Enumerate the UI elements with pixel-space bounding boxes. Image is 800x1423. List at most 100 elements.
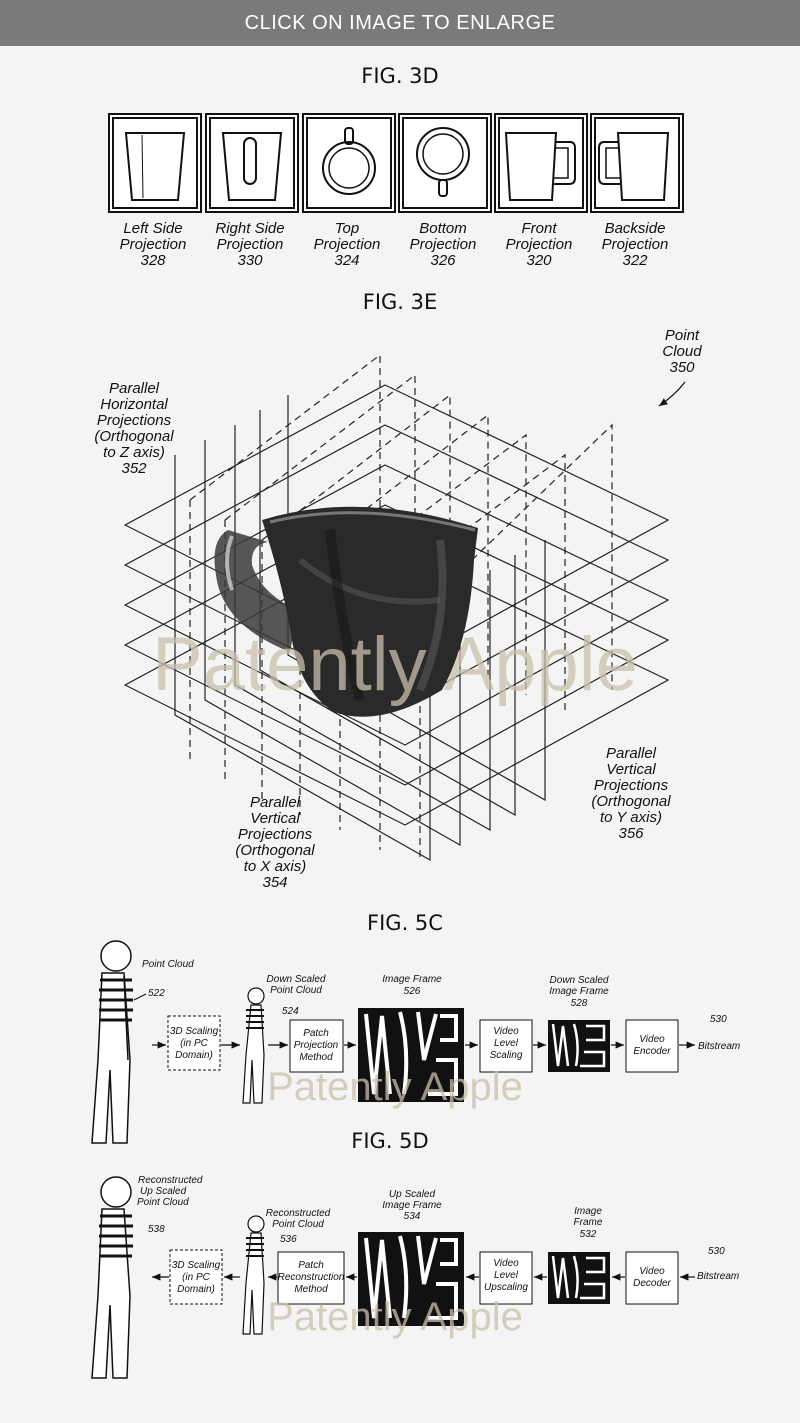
svg-text:Image Frame: Image Frame	[382, 974, 442, 985]
person-large	[91, 940, 133, 1144]
svg-text:3D Scaling: 3D Scaling	[172, 1260, 221, 1271]
svg-text:Projection: Projection	[294, 1040, 339, 1051]
svg-text:Vertical: Vertical	[606, 761, 656, 778]
backside-projection-frame	[590, 113, 684, 213]
svg-text:Reconstruction: Reconstruction	[278, 1272, 345, 1283]
svg-text:Vertical: Vertical	[250, 810, 300, 827]
fig-5c-diagram: Point Cloud 522 3D Scaling (in PC Domain…	[91, 940, 740, 1144]
svg-text:Projections: Projections	[238, 826, 313, 843]
svg-text:538: 538	[148, 1224, 165, 1235]
right-side-projection-frame	[205, 113, 299, 213]
svg-text:356: 356	[618, 825, 644, 842]
svg-text:522: 522	[148, 988, 165, 999]
svg-text:Down Scaled: Down Scaled	[267, 974, 326, 985]
fig-5d-title: FIG. 5D	[351, 1129, 428, 1153]
svg-text:Projection: Projection	[314, 236, 381, 253]
projection-panels	[108, 113, 684, 213]
video-level-upscaling-box	[479, 1251, 533, 1305]
watermark-5c: Patently Apple	[267, 1065, 523, 1109]
video-encoder-box	[625, 1019, 679, 1073]
label-vertical-y-projections: Parallel	[606, 745, 657, 762]
fig-5c-title: FIG. 5C	[367, 911, 443, 935]
svg-text:Up Scaled: Up Scaled	[140, 1186, 187, 1197]
svg-text:326: 326	[430, 252, 456, 269]
video-level-scaling-box	[479, 1019, 533, 1073]
fig-3d-title: FIG. 3D	[361, 64, 438, 88]
svg-text:Reconstructed: Reconstructed	[138, 1175, 203, 1186]
svg-text:Method: Method	[299, 1052, 333, 1063]
svg-text:350: 350	[669, 359, 695, 376]
svg-text:(Orthogonal: (Orthogonal	[94, 428, 174, 445]
patch-reconstruction-box	[277, 1251, 345, 1305]
svg-text:Patch: Patch	[303, 1028, 329, 1039]
svg-text:3D Scaling: 3D Scaling	[170, 1026, 219, 1037]
svg-text:320: 320	[526, 252, 552, 269]
enlarge-banner[interactable]: CLICK ON IMAGE TO ENLARGE	[0, 0, 800, 46]
svg-text:Projection: Projection	[602, 236, 669, 253]
svg-text:Image Frame: Image Frame	[382, 1200, 442, 1211]
3d-scaling-box-5c	[167, 1015, 221, 1071]
svg-text:to Y axis): to Y axis)	[600, 809, 662, 826]
svg-text:(in PC: (in PC	[180, 1038, 209, 1049]
person-small-reconstructed	[242, 1215, 265, 1335]
svg-text:Image Frame: Image Frame	[549, 986, 609, 997]
label-front: Front	[521, 220, 557, 237]
person-small	[242, 987, 265, 1104]
svg-text:322: 322	[622, 252, 648, 269]
svg-text:Image: Image	[574, 1206, 602, 1217]
svg-text:Upscaling: Upscaling	[484, 1282, 528, 1293]
patent-figure-sheet[interactable]: FIG. 3D Le	[0, 46, 800, 1423]
svg-text:Reconstructed: Reconstructed	[266, 1208, 331, 1219]
fig-3e-title: FIG. 3E	[363, 290, 438, 314]
svg-text:Point Cloud: Point Cloud	[272, 1219, 324, 1230]
svg-text:Level: Level	[494, 1038, 519, 1049]
svg-text:to Z axis): to Z axis)	[103, 444, 165, 461]
svg-text:352: 352	[121, 460, 147, 477]
svg-text:Decoder: Decoder	[633, 1278, 671, 1289]
svg-text:Point Cloud: Point Cloud	[270, 985, 322, 996]
svg-text:Patch: Patch	[298, 1260, 324, 1271]
watermark-3e: Patently Apple	[152, 622, 638, 707]
svg-text:328: 328	[140, 252, 166, 269]
svg-text:Point Cloud: Point Cloud	[142, 959, 194, 970]
svg-text:Method: Method	[294, 1284, 328, 1295]
svg-text:524: 524	[282, 1006, 299, 1017]
svg-text:528: 528	[571, 998, 588, 1009]
svg-text:324: 324	[334, 252, 359, 269]
person-large-reconstructed	[91, 1176, 133, 1379]
svg-text:526: 526	[404, 986, 421, 997]
svg-text:Domain): Domain)	[177, 1284, 215, 1295]
3d-scaling-box-5d	[169, 1249, 223, 1305]
svg-text:Domain): Domain)	[175, 1050, 213, 1061]
projection-labels: Left Side Projection 328 Right Side Proj…	[120, 220, 669, 269]
svg-text:Cloud: Cloud	[662, 343, 702, 360]
svg-text:Video: Video	[493, 1026, 519, 1037]
label-right-side: Right Side	[215, 220, 284, 237]
label-point-cloud: Point	[665, 327, 700, 344]
svg-text:Level: Level	[494, 1270, 519, 1281]
svg-text:530: 530	[708, 1246, 725, 1257]
point-cloud-mug	[214, 506, 478, 717]
svg-text:Frame: Frame	[574, 1217, 603, 1228]
label-bottom: Bottom	[419, 220, 467, 237]
svg-text:Projection: Projection	[506, 236, 573, 253]
svg-text:Point Cloud: Point Cloud	[137, 1197, 189, 1208]
svg-text:Projections: Projections	[97, 412, 172, 429]
label-backside: Backside	[605, 220, 666, 237]
svg-text:354: 354	[262, 874, 287, 891]
svg-text:Projection: Projection	[217, 236, 284, 253]
svg-text:Projection: Projection	[410, 236, 477, 253]
left-side-projection-frame	[108, 113, 202, 213]
label-top: Top	[335, 220, 359, 237]
svg-text:(in PC: (in PC	[182, 1272, 211, 1283]
svg-text:Projections: Projections	[594, 777, 669, 794]
svg-text:Video: Video	[639, 1034, 665, 1045]
patch-projection-box	[289, 1019, 344, 1073]
svg-text:Horizontal: Horizontal	[100, 396, 168, 413]
svg-text:536: 536	[280, 1234, 297, 1245]
label-left-side: Left Side	[123, 220, 182, 237]
svg-text:Encoder: Encoder	[633, 1046, 671, 1057]
watermark-5d: Patently Apple	[267, 1295, 523, 1339]
label-vertical-x-projections: Parallel	[250, 794, 301, 811]
svg-text:Video: Video	[493, 1258, 519, 1269]
